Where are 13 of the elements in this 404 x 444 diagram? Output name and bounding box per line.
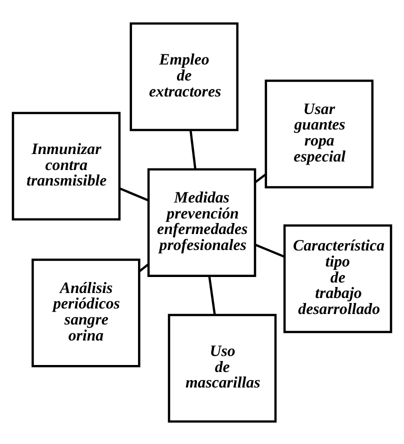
node-box: Característica tipo de trabajo desarrollado — [283, 224, 392, 333]
node-box: Inmunizar contra transmisible — [12, 111, 121, 220]
connector — [119, 186, 149, 201]
connector — [254, 243, 285, 258]
connector — [208, 275, 216, 315]
node-box: Usar guantes ropa especial — [264, 79, 374, 188]
connector — [138, 262, 149, 272]
connector — [189, 130, 196, 169]
node-box: Empleo de extractores — [130, 22, 238, 131]
node-box: Análisis periódicos sangre orina — [32, 258, 140, 367]
node-box: Medidas prevención enfermedades profesionales — [147, 168, 256, 276]
connector — [254, 172, 267, 183]
node-box: Uso de mascarillas — [168, 313, 277, 422]
